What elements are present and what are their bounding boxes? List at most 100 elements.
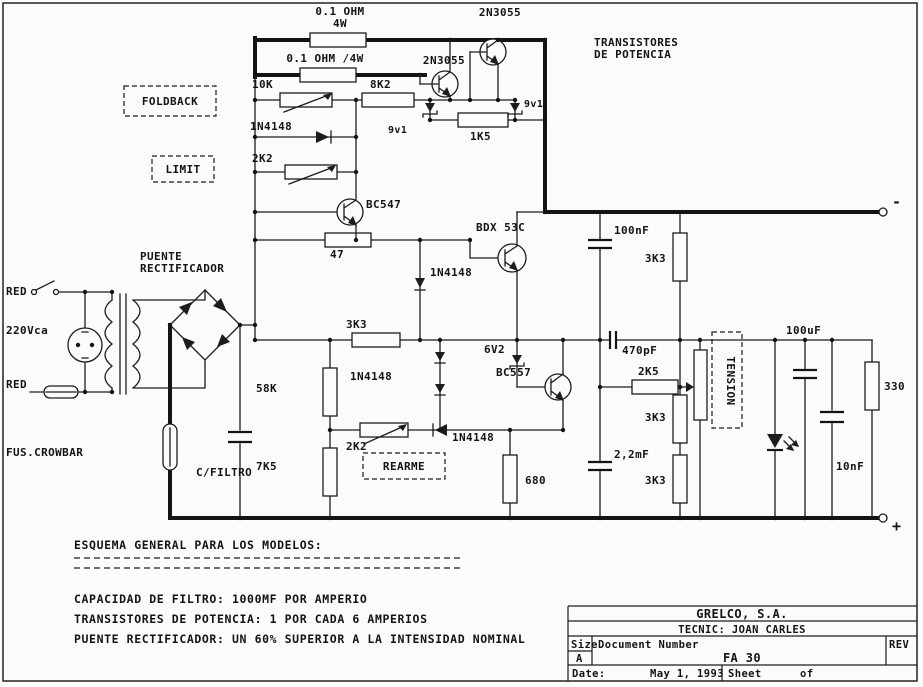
component-labels: 0.1 OHM 4W 2N3055 TRANSISTORES DE POTENC… [6, 5, 905, 535]
zener-9v1-b-symbol [422, 103, 438, 118]
tension-box [711, 331, 743, 429]
wires [29, 51, 873, 519]
label-z9v1-a: 9v1 [524, 99, 543, 110]
titleblock-date-label: Date: [572, 668, 606, 680]
label-z9v1-b: 9v1 [388, 125, 407, 136]
label-c100uf: 100uF [786, 324, 821, 337]
resistor-0r1-second [299, 67, 357, 83]
resistor-3k3-row [351, 332, 401, 348]
label-r330: 330 [884, 380, 905, 393]
resistor-0r1-top [309, 32, 367, 48]
zener-6v2-symbol [509, 355, 525, 370]
capacitor-plates [228, 238, 844, 472]
label-q1-2n3055: 2N3055 [479, 6, 521, 19]
transistor-symbols [336, 38, 572, 431]
label-shunt2: 0.1 OHM /4W [286, 52, 363, 65]
pot-2k2-b [359, 422, 409, 438]
resistor-2k5 [631, 379, 679, 395]
titleblock-doc-value: FA 30 [723, 651, 761, 665]
rearme-box [362, 452, 446, 480]
label-red-bottom: RED [6, 378, 27, 391]
label-c10nf: 10nF [836, 460, 864, 473]
pot-2k2-a [284, 164, 338, 180]
label-r2k5: 2K5 [638, 365, 659, 378]
transistor-2n3055-2-symbol [419, 39, 459, 101]
label-c100nf: 100nF [614, 224, 649, 237]
led-symbol [767, 434, 799, 452]
titleblock-rev-label: REV [889, 639, 909, 651]
label-power-transistors-2: DE POTENCIA [594, 48, 671, 61]
diode-1n4148-c2-symbol [434, 384, 446, 396]
resistor-47 [324, 232, 372, 248]
resistor-8k2 [361, 92, 415, 108]
pot-tension [693, 349, 708, 421]
transistor-2n3055-1-symbol [469, 38, 507, 101]
label-r58k: 58K [256, 382, 277, 395]
terminal-negative [878, 207, 888, 217]
transformer-symbol [104, 293, 141, 395]
title-block: GRELCO, S.A. TECNIC: JOAN CARLES Size A … [567, 605, 917, 681]
label-r7k5: 7K5 [256, 460, 277, 473]
label-r680: 680 [525, 474, 546, 487]
label-c470pf: 470pF [622, 344, 657, 357]
resistor-7k5 [322, 447, 338, 497]
titleblock-sheet-label: Sheet [728, 668, 762, 680]
label-220vca: 220Vca [6, 324, 48, 337]
diode-1n4148-b-symbol [414, 278, 426, 291]
bridge-rectifier-symbol [169, 289, 241, 361]
resistor-680 [502, 454, 518, 504]
label-r1k5: 1K5 [470, 130, 491, 143]
titleblock-size-label: Size [571, 639, 598, 651]
label-d1n4148-b: 1N4148 [430, 266, 472, 279]
titleblock-of-label: of [800, 668, 813, 680]
resistor-3k3-c [672, 454, 688, 504]
resistor-1k5 [457, 112, 509, 128]
label-rearme: REARME [383, 460, 425, 473]
cap-100nf-symbol [588, 238, 612, 250]
notes-block: ESQUEMA GENERAL PARA LOS MODELOS: CAPACI… [74, 538, 525, 646]
label-output-minus: - [892, 193, 901, 211]
label-d1n4148-d: 1N4148 [452, 431, 494, 444]
label-q2-2n3055: 2N3055 [423, 54, 465, 67]
transistor-bc547-symbol [336, 171, 364, 241]
label-foldback: FOLDBACK [142, 95, 198, 108]
label-r2k2-a: 2K2 [252, 152, 273, 165]
diode-1n4148-c1-symbol [434, 352, 446, 364]
label-r3k3-c: 3K3 [645, 474, 666, 487]
crowbar-fuse-symbol [162, 423, 178, 471]
label-bridge-1: PUENTE [140, 250, 182, 263]
cap-2mf2-symbol [588, 460, 612, 472]
note-line-1: CAPACIDAD DE FILTRO: 1000MF POR AMPERIO [74, 592, 367, 606]
label-z6v2: 6V2 [484, 343, 505, 356]
label-r47: 47 [330, 248, 344, 261]
label-tension-pot: TENSION [724, 356, 737, 405]
titleblock-tecnic: TECNIC: JOAN CARLES [678, 624, 806, 636]
cap-470pf-symbol [608, 331, 618, 349]
limit-box [151, 155, 215, 183]
titleblock-company: GRELCO, S.A. [696, 607, 788, 621]
label-cfiltro: C/FILTRO [196, 466, 252, 479]
cap-cfiltro-symbol [228, 430, 252, 444]
label-shunt1-line2: 4W [333, 17, 347, 30]
pot-10k [279, 92, 333, 108]
label-r8k2: 8K2 [370, 78, 391, 91]
diode-1n4148-a-symbol [316, 130, 332, 144]
junction-dots [82, 37, 835, 521]
label-bc547: BC547 [366, 198, 401, 211]
label-d1n4148-c: 1N4148 [350, 370, 392, 383]
zener-9v1-a-symbol [507, 103, 523, 118]
transistor-bdx53c-symbol [497, 211, 527, 273]
power-rails [168, 36, 881, 520]
resistor-58k [322, 367, 338, 417]
resistor-3k3-b [672, 394, 688, 444]
label-fus-crowbar: FUS.CROWBAR [6, 446, 83, 459]
note-line-2: TRANSISTORES DE POTENCIA: 1 POR CADA 6 A… [74, 612, 428, 626]
label-r10k: 10K [252, 78, 273, 91]
pot-arrows [283, 93, 694, 445]
label-power-transistors-1: TRANSISTORES [594, 36, 678, 49]
label-bdx53c: BDX 53C [476, 221, 525, 234]
label-bridge-2: RECTIFICADOR [140, 262, 224, 275]
label-limit: LIMIT [165, 163, 200, 176]
